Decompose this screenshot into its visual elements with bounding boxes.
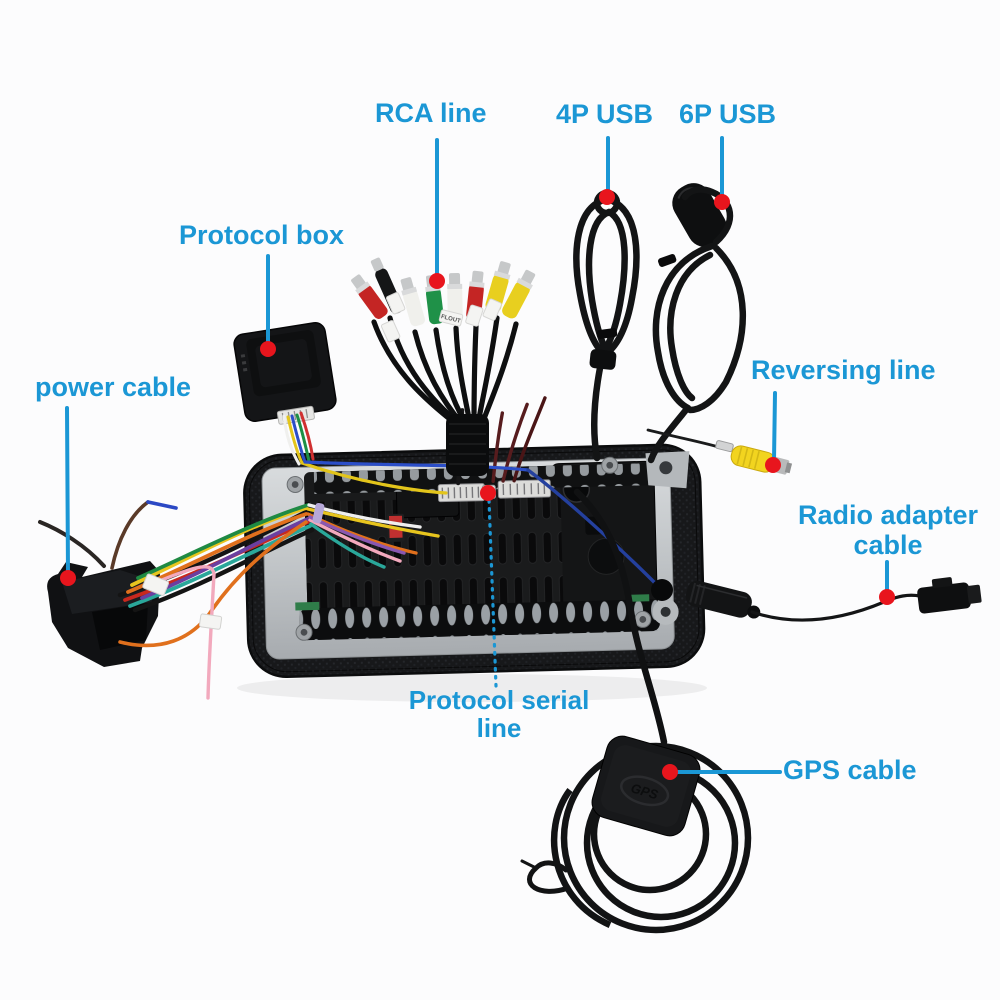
bottom-vent-slots <box>299 598 661 641</box>
label-protocol-box: Protocol box <box>179 220 345 250</box>
red-markers <box>60 189 895 780</box>
marker-usb-4p <box>599 189 615 205</box>
label-power-cable: power cable <box>35 372 192 402</box>
marker-protocol-serial <box>480 485 496 501</box>
blue-wire <box>303 460 530 472</box>
screw <box>286 475 304 493</box>
power-connector <box>47 561 160 667</box>
cable-tie <box>658 254 677 267</box>
label-gps-cable: GPS cable <box>783 755 917 785</box>
fuse <box>389 528 403 539</box>
rca-sleeve <box>446 414 489 476</box>
cable-tie <box>596 328 618 339</box>
radio-adapter-cable <box>651 577 982 622</box>
adapter-plug <box>917 582 971 614</box>
pink-acc-wire <box>148 565 216 700</box>
wire-tag <box>142 573 223 630</box>
heatsink-fins <box>304 495 564 615</box>
blue-wire-inside <box>526 468 658 586</box>
label-reversing-line: Reversing line <box>751 355 936 385</box>
marker-usb-6p <box>714 194 730 210</box>
pcb-edge <box>295 601 320 611</box>
usb-6p-cable <box>647 183 747 464</box>
screw <box>295 623 313 641</box>
label-radio-adapter-cable: Radio adapter cable <box>797 500 979 560</box>
marker-power-cable <box>60 570 76 586</box>
marker-protocol-box <box>260 341 276 357</box>
marker-gps-cable <box>662 764 678 780</box>
unit-shadow <box>237 674 707 702</box>
marker-radio-adapter <box>879 589 895 605</box>
marker-rca-line <box>429 273 445 289</box>
usb-4p-plug <box>589 349 617 370</box>
inline-adapter <box>685 580 752 618</box>
head-unit <box>243 396 706 679</box>
label-rca-line: RCA line <box>375 98 487 128</box>
label-protocol-serial-line: Protocol serial line <box>408 685 590 743</box>
leader-lines <box>65 136 889 774</box>
leader-power-cable <box>65 406 70 575</box>
marker-reversing-line <box>765 457 781 473</box>
gps-logo-text: GPS <box>629 780 660 802</box>
leader-protocol-serial <box>487 498 498 688</box>
leader-reversing-line <box>772 391 777 462</box>
label-usb-4p: 4P USB <box>556 99 654 129</box>
screw <box>634 610 652 628</box>
label-usb-6p: 6P USB <box>679 99 777 129</box>
yellow-serial-wire <box>300 461 448 495</box>
pcb-edge <box>629 594 650 602</box>
zip-tie <box>312 502 325 524</box>
rca-plugs <box>351 257 536 327</box>
rca-tag-text: FLOUT <box>440 314 461 325</box>
rca-wire-tag: FLOUT <box>380 292 502 343</box>
protocol-box <box>233 322 337 425</box>
serial-connectors <box>437 479 552 503</box>
protocol-box-wires <box>282 411 658 586</box>
usb-4p-cable <box>573 189 640 462</box>
screw <box>601 456 619 474</box>
